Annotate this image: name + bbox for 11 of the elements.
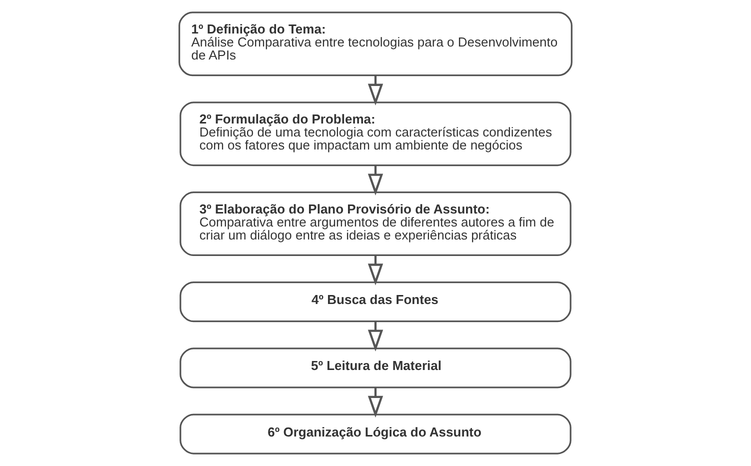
node-box: 5º Leitura de Material bbox=[180, 348, 572, 388]
node-box: 3º Elaboração do Plano Provisório de Assunto: Comparativa entre argumentos de diferentes autores a fim de criar um diálogo entre as ideias e experiências práticas bbox=[180, 192, 572, 256]
arrow bbox=[368, 388, 384, 418]
node-box: 2º Formulação do Problema: Definição de uma tecnologia com características condizentes com os fatores que impactam um ambiente de negócios bbox=[180, 102, 572, 166]
arrow bbox=[368, 255, 384, 286]
node-box: 6º Organização Lógica do Assunto bbox=[180, 414, 572, 454]
arrow bbox=[368, 321, 384, 352]
arrow bbox=[368, 166, 384, 196]
arrow bbox=[368, 76, 384, 106]
node-box: 4º Busca das Fontes bbox=[180, 282, 572, 322]
node-box: 1º Definição do Tema: Análise Comparativa entre tecnologias para o Desenvolvimento de APIs bbox=[178, 12, 572, 76]
